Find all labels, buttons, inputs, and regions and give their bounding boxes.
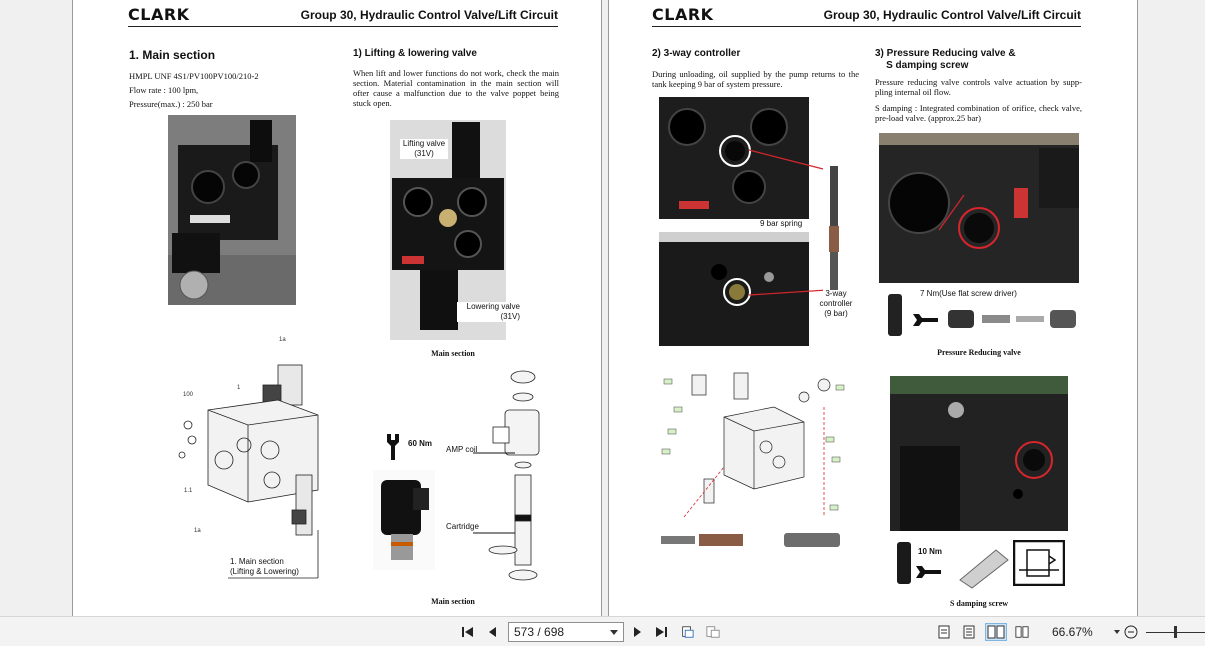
- lifting-lowering-heading: 1) Lifting & lowering valve: [353, 48, 477, 59]
- valve-assembly-diagram: [654, 367, 854, 527]
- last-page-icon[interactable]: [654, 625, 668, 639]
- main-section-heading: 1. Main section: [129, 48, 216, 62]
- pressure-reducing-body-1: Pressure reducing valve controls valve a…: [875, 77, 1082, 97]
- wrench-icon: [911, 310, 941, 328]
- pdf-page-right: CLARK Group 30, Hydraulic Control Valve/…: [608, 0, 1138, 616]
- controller-photo: [782, 528, 842, 552]
- zoom-level[interactable]: 66.67%: [1052, 625, 1093, 639]
- three-way-controller-label: 3-way controller (9 bar): [819, 289, 853, 318]
- three-way-body: During unloading, oil supplied by the pu…: [652, 69, 859, 89]
- amp-coil-label: AMP coil: [446, 445, 478, 454]
- three-way-leader-lines: [749, 149, 828, 296]
- spring-photo: [823, 164, 845, 292]
- header-title: Group 30, Hydraulic Control Valve/Lift C…: [823, 8, 1081, 22]
- rotate-icon[interactable]: [680, 625, 694, 639]
- main-section-caption-2: Main section: [431, 597, 475, 606]
- part-label-100: 100: [183, 392, 194, 398]
- spool-photo: [659, 528, 747, 552]
- lifting-valve-label: Lifting valve (31V): [400, 139, 448, 159]
- part-label-1: 1: [237, 385, 241, 391]
- zoom-slider-thumb[interactable]: [1174, 626, 1177, 638]
- main-section-callout: 1. Main section (Lifting & Lowering): [230, 557, 299, 576]
- clark-logo: CLARK: [128, 5, 190, 24]
- prev-page-icon[interactable]: [486, 625, 500, 639]
- coil-photo: [373, 470, 435, 570]
- s-damping-screw-photo: [892, 540, 916, 586]
- s-damping-cartridge-photo: [952, 540, 1012, 590]
- two-page-icon[interactable]: [985, 623, 1007, 641]
- s-damping-symbol: [1012, 539, 1066, 587]
- cartridge-label: Cartridge: [446, 522, 479, 531]
- page-header: CLARK Group 30, Hydraulic Control Valve/…: [128, 5, 558, 27]
- exploded-diagram: 1a 1 100 1.1 1a 1. Main section (Lifting…: [168, 330, 348, 580]
- next-page-icon[interactable]: [630, 625, 644, 639]
- coil-torque-label: 60 Nm: [408, 439, 433, 448]
- zoom-dropdown-icon[interactable]: [1114, 630, 1120, 634]
- main-section-caption-1: Main section: [431, 349, 475, 358]
- viewer-toolbar: 573 / 698 66.67%: [0, 616, 1205, 646]
- three-way-photo-top: [659, 97, 809, 219]
- pressure-reducing-body-2: S damping : Integrated combination of or…: [875, 103, 1082, 123]
- wrench-icon: [914, 562, 944, 580]
- header-title: Group 30, Hydraulic Control Valve/Lift C…: [300, 8, 558, 22]
- pr-part-photo: [882, 290, 908, 340]
- three-way-photo-bottom: [659, 232, 809, 346]
- pressure-reducing-photo: [879, 133, 1079, 283]
- s-damping-caption: S damping screw: [949, 599, 1009, 608]
- three-way-heading: 2) 3-way controller: [652, 48, 741, 59]
- lifting-lowering-photo: [390, 120, 506, 340]
- part-label-1a-top: 1a: [279, 337, 286, 343]
- lifting-lowering-body: When lift and lower functions do not wor…: [353, 68, 559, 108]
- page-header: CLARK Group 30, Hydraulic Control Valve/…: [652, 5, 1081, 27]
- main-section-specs: HMPL UNF 4S1/PV100PV100/210-2 Flow rate …: [129, 71, 259, 109]
- wrench-icon: [383, 432, 403, 462]
- continuous-icon[interactable]: [962, 625, 976, 639]
- first-page-icon[interactable]: [461, 625, 475, 639]
- s-damping-torque-label: 10 Nm: [918, 547, 943, 556]
- pdf-page-left: CLARK Group 30, Hydraulic Control Valve/…: [72, 0, 602, 616]
- s-damping-photo: [890, 376, 1068, 531]
- two-page-continuous-icon[interactable]: [1015, 625, 1029, 639]
- lowering-valve-label: Lowering valve (31V): [457, 302, 521, 322]
- pressure-reducing-leader: [938, 194, 965, 231]
- main-section-photo: [168, 115, 296, 305]
- nine-bar-spring-label: 9 bar spring: [759, 219, 804, 229]
- part-label-1a-bottom: 1a: [194, 528, 201, 534]
- pressure-reducing-caption: Pressure Reducing valve: [937, 348, 1021, 357]
- cartridge-diagram: AMP coil Cartridge: [446, 365, 563, 595]
- pr-exploded-photo: [944, 304, 1079, 334]
- single-page-icon[interactable]: [937, 625, 951, 639]
- pressure-reducing-torque-label: 7 Nm(Use flat screw driver): [920, 289, 1017, 298]
- document-viewer: CLARK Group 30, Hydraulic Control Valve/…: [72, 0, 1138, 616]
- page-number-select[interactable]: 573 / 698: [508, 622, 624, 642]
- pressure-reducing-heading: 3) Pressure Reducing valve & S damping s…: [875, 48, 1016, 71]
- chevron-down-icon: [610, 630, 618, 635]
- fit-icon[interactable]: [706, 625, 720, 639]
- clark-logo: CLARK: [652, 5, 714, 24]
- part-label-1-1: 1.1: [184, 488, 193, 494]
- zoom-out-icon[interactable]: [1124, 625, 1138, 639]
